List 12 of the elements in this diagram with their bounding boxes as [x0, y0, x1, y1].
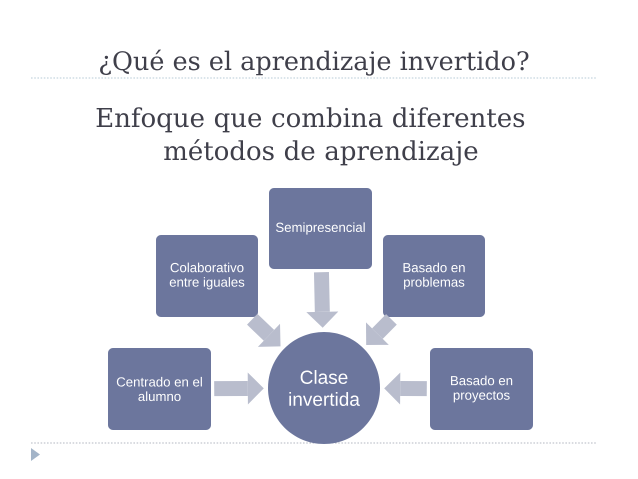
rounded-box: Semipresencial [269, 188, 372, 269]
block-arrow [306, 272, 338, 328]
block-arrow [384, 372, 427, 404]
rounded-box: Centrado en el alumno [108, 348, 211, 430]
rounded-box: Basado en problemas [383, 235, 485, 317]
block-arrow [214, 372, 264, 404]
rounded-box: Colaborativo entre iguales [156, 235, 258, 317]
block-arrow [247, 314, 281, 347]
block-arrow [366, 314, 397, 346]
rounded-box: Basado en proyectos [430, 348, 533, 430]
bullet-text: Enfoque que combina diferentes métodos de aprendizaje [96, 107, 524, 166]
slide-title: ¿Qué es el aprendizaje invertido? [100, 50, 528, 76]
